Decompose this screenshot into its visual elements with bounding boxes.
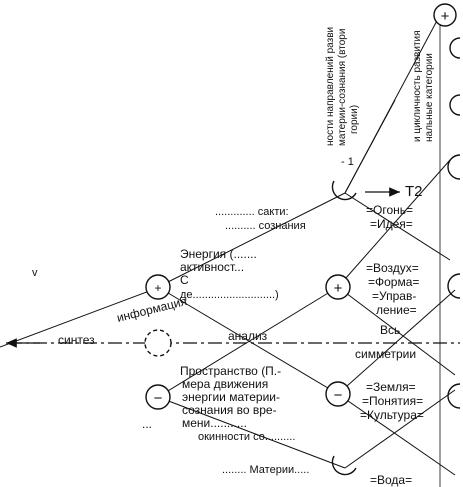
cat-fire: =Огонь= [366, 203, 413, 217]
space-line-2: мера движения [182, 377, 268, 391]
label-information: информация [115, 294, 188, 325]
diag-line [157, 286, 339, 398]
cat-symmetry: симметрии [355, 347, 416, 361]
half-node-right-2 [449, 94, 461, 116]
diag-line [157, 286, 339, 395]
node-plus-left-symbol: + [154, 281, 161, 295]
space-line-5: мени........... [182, 416, 247, 430]
bottom-line-1: ........ Материи..... [222, 464, 309, 476]
node-dashed-center [144, 329, 172, 357]
rot-col1-b: материи-сознания (втори [337, 29, 348, 146]
node-plus-mid-symbol: + [334, 280, 343, 297]
cat-culture: =Культура= [360, 408, 424, 422]
label-dots: ... [142, 417, 152, 431]
space-line-1: Пространство (П.- [180, 364, 281, 378]
node-minus-left-symbol: − [154, 390, 163, 407]
cat-concept: =Понятия= [362, 394, 423, 408]
node-plus-top-symbol: + [441, 8, 450, 25]
node-minus-left [145, 384, 171, 410]
diag-line [337, 286, 456, 376]
label-synthesis: синтез [58, 333, 95, 347]
node-plus-mid [325, 274, 351, 300]
label-analysis: анализ [228, 329, 268, 343]
half-node-right-4 [447, 273, 461, 299]
diag-line [337, 159, 451, 288]
cat-earth: =Земля= [366, 380, 416, 394]
half-node-upper [331, 180, 357, 201]
cat-idea: =Идея= [370, 217, 413, 231]
label-minus1: - 1 [341, 156, 354, 168]
diag-line [157, 396, 346, 469]
node-minus-mid-symbol: − [334, 387, 343, 404]
upper-line-2: .......... сознания [225, 220, 306, 232]
diag-line [0, 286, 161, 348]
energy-line-3: С [180, 273, 189, 287]
diag-line [337, 393, 456, 476]
half-node-lower [331, 455, 357, 476]
rot-col1-c: гории) [349, 105, 360, 134]
diag-line [344, 389, 456, 469]
space-line-6: окинности со.......... [198, 431, 295, 443]
half-node-right-5 [447, 383, 461, 409]
half-node-right-1 [449, 37, 461, 59]
diag-line [344, 99, 396, 194]
space-line-4: сознания во вре- [182, 403, 277, 417]
cat-air: =Воздух= [366, 261, 419, 275]
cat-form: =Форма= [368, 275, 419, 289]
space-line-3: энергии материи- [182, 390, 280, 404]
cat-water: =Вода= [370, 473, 412, 487]
label-t2: T2 [405, 183, 423, 200]
cat-control-b: ление= [376, 303, 417, 317]
cat-control-a: =Управ- [372, 289, 416, 303]
label-v: v [32, 267, 38, 279]
energy-line-4: де...........................) [180, 289, 279, 301]
diag-line [157, 192, 346, 288]
half-node-right-3 [447, 154, 461, 180]
cat-all: Bсь [380, 323, 400, 337]
diag-line [344, 192, 451, 261]
rot-col2-a: и цикличность развития [412, 30, 423, 142]
energy-line-2: активност... [180, 260, 244, 274]
node-minus-mid [325, 381, 351, 407]
node-plus-top [433, 3, 457, 27]
rot-col2-b: нальные категории [424, 53, 435, 142]
rot-col1-a: ности направлений разви [325, 27, 336, 146]
energy-line-1: Энергия (....... [180, 247, 257, 261]
diag-line [337, 289, 456, 395]
upper-line-1: ............. сакти: [215, 206, 289, 218]
node-plus-left [145, 274, 171, 300]
